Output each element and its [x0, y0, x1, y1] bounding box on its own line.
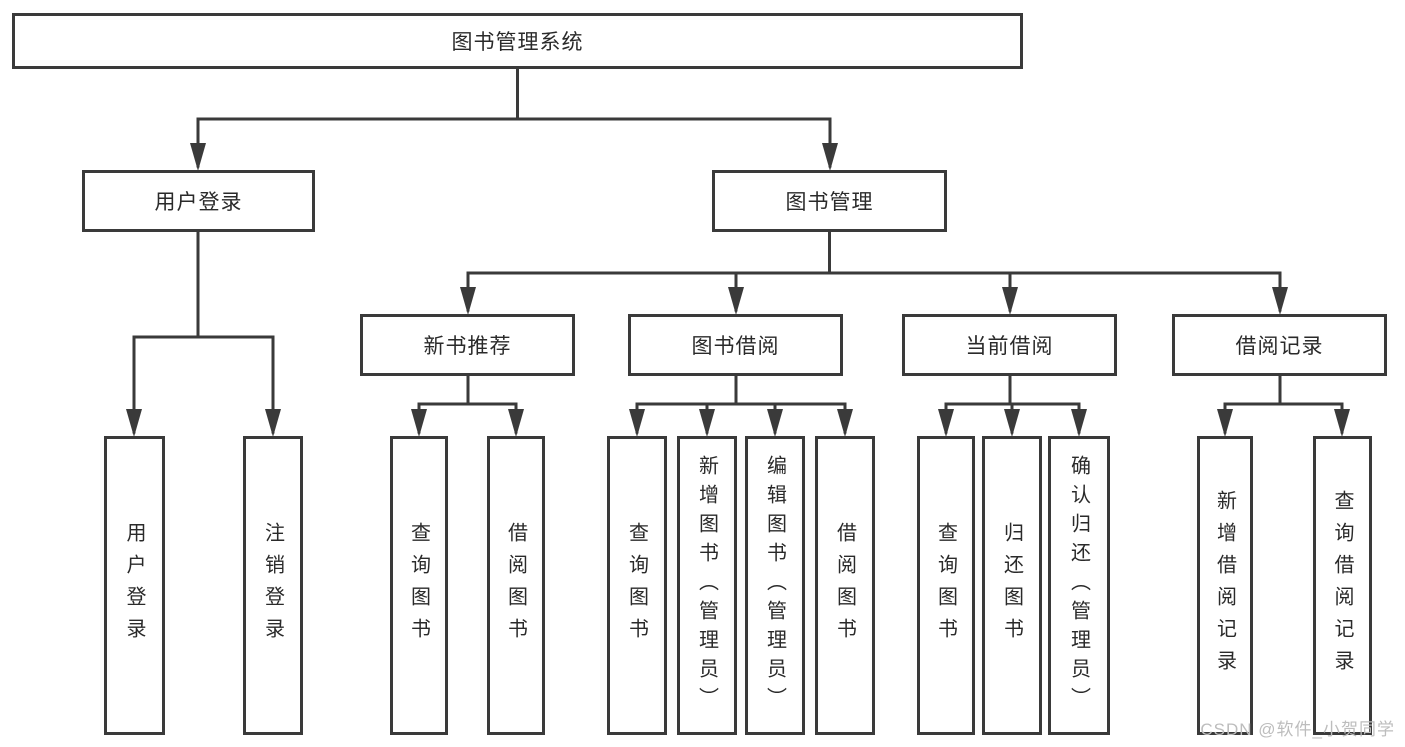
node-new-book-recommendation: 新书推荐 [360, 314, 575, 376]
node-book-borrowing: 图书借阅 [628, 314, 843, 376]
node-leaf-confirm-return-admin: 确认归还（管理员） [1048, 436, 1110, 735]
csdn-watermark: CSDN @软件_小贺同学 [1200, 720, 1395, 739]
node-user-login: 用户登录 [82, 170, 315, 232]
node-leaf-edit-books-admin: 编辑图书（管理员） [745, 436, 805, 735]
node-book-management: 图书管理 [712, 170, 947, 232]
node-leaf-user-login: 用户登录 [104, 436, 165, 735]
node-leaf-query-borrow-record: 查询借阅记录 [1313, 436, 1372, 735]
node-leaf-query-books-2: 查询图书 [607, 436, 667, 735]
node-leaf-add-borrow-record: 新增借阅记录 [1197, 436, 1253, 735]
node-leaf-logout: 注销登录 [243, 436, 303, 735]
node-leaf-query-books-1: 查询图书 [390, 436, 448, 735]
node-leaf-add-books-admin: 新增图书（管理员） [677, 436, 737, 735]
node-leaf-query-books-3: 查询图书 [917, 436, 975, 735]
node-leaf-borrow-books-1: 借阅图书 [487, 436, 545, 735]
node-leaf-borrow-books-2: 借阅图书 [815, 436, 875, 735]
node-current-borrowing: 当前借阅 [902, 314, 1117, 376]
node-library-management-system: 图书管理系统 [12, 13, 1023, 69]
node-borrowing-records: 借阅记录 [1172, 314, 1387, 376]
node-leaf-return-books: 归还图书 [982, 436, 1042, 735]
